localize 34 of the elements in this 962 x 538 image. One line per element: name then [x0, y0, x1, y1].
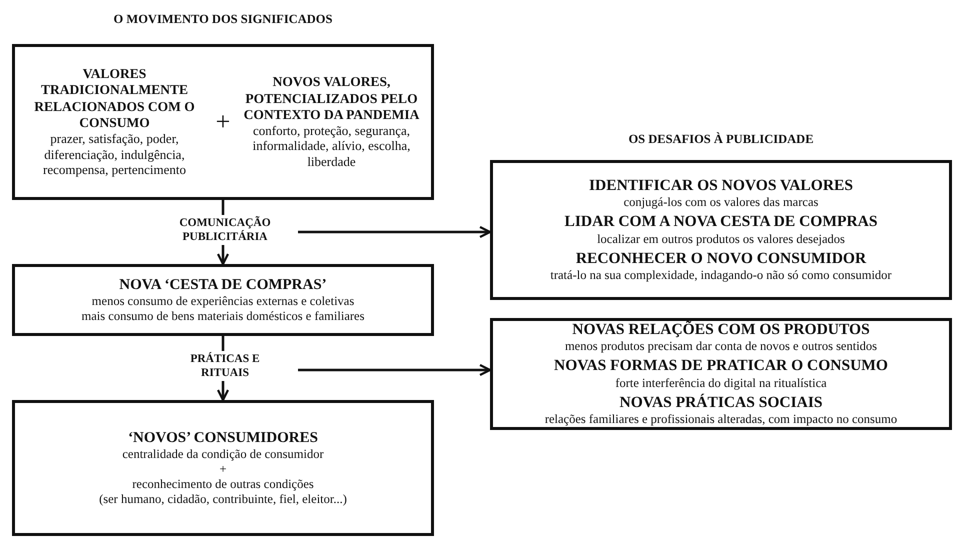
heading: NOVAS PRÁTICAS SOCIAIS	[620, 394, 822, 412]
heading: NOVAS RELAÇÕES COM OS PRODUTOS	[572, 320, 870, 340]
description: reconhecimento de outras condições	[132, 477, 314, 492]
heading: VALORES TRADICIONALMENTE RELACIONADOS COM O CONSUMO	[33, 66, 196, 131]
heading: IDENTIFICAR OS NOVOS VALORES	[589, 176, 853, 196]
text-box	[12, 44, 434, 200]
description: forte interferência do digital na ritualística	[615, 376, 827, 391]
description: menos consumo de experiências externas e coletivas	[92, 294, 354, 309]
description: localizar em outros produtos os valores desejados	[597, 232, 845, 247]
text-box	[12, 400, 434, 536]
text-box	[490, 160, 952, 300]
description: conforto, proteção, segurança, informalidade, alívio, escolha, liberdade	[252, 122, 412, 170]
description: prazer, satisfação, poder, diferenciação, indulgência, recompensa, pertencimento	[42, 130, 187, 178]
heading: NOVOS VALORES, POTENCIALIZADOS PELO CONTEXTO DA PANDEMIA	[242, 74, 420, 123]
heading: ‘NOVOS’ CONSUMIDORES	[128, 429, 318, 447]
section-heading: OS DESAFIOS À PUBLICIDADE	[627, 132, 815, 147]
description: relações familiares e profissionais alteradas, com impacto no consumo	[544, 412, 898, 428]
plus-sign: +	[219, 462, 227, 477]
title: O MOVIMENTO DOS SIGNIFICADOS	[112, 12, 334, 27]
description: menos produtos precisam dar conta de novos e outros sentidos	[564, 339, 878, 354]
text-box	[490, 318, 952, 430]
description: centralidade da condição de consumidor	[122, 447, 324, 462]
arrow	[298, 364, 492, 376]
heading: LIDAR COM A NOVA CESTA DE COMPRAS	[564, 213, 878, 232]
description: conjugá-los com os valores das marcas	[624, 195, 818, 210]
heading: NOVA ‘CESTA DE COMPRAS’	[119, 276, 327, 294]
text-box	[12, 264, 434, 336]
description: mais consumo de bens materiais domésticos e familiares	[82, 309, 364, 324]
description: (ser humano, cidadão, contribuinte, fiel, eleitor...)	[99, 492, 347, 507]
heading: NOVAS FORMAS DE PRATICAR O CONSUMO	[554, 357, 888, 376]
description: tratá-lo na sua complexidade, indagando-o não só como consumidor	[550, 268, 892, 284]
heading: RECONHECER O NOVO CONSUMIDOR	[576, 250, 866, 268]
plus-sign: +	[216, 106, 230, 138]
arrow	[298, 226, 492, 238]
